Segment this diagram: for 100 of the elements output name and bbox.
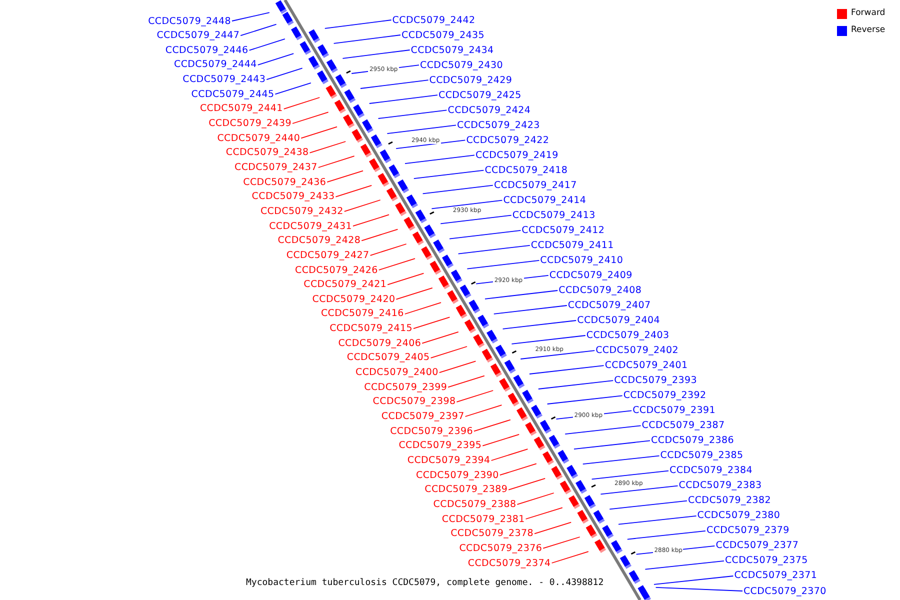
gene-label: CCDC5079_2390 [416,470,499,481]
gene-label: CCDC5079_2416 [320,308,404,320]
leader-line [449,230,522,240]
leader-line [386,124,456,134]
leader-line [396,287,433,300]
gene-label: CCDC5079_2378 [450,528,534,540]
leader-line [542,536,580,549]
gene-label: CCDC5079_2380 [697,510,780,522]
gene-label: CCDC5079_2399 [364,382,448,393]
gene-label: CCDC5079_2427 [286,250,370,261]
leader-line [352,214,390,227]
leader-line [404,302,442,314]
gene-label: CCDC5079_2384 [670,465,752,476]
leader-line [516,492,554,505]
leader-line [368,94,438,104]
leader-line [609,500,688,510]
legend-label: Forward [851,8,886,18]
leader-line [534,522,572,534]
leader-line [456,390,494,402]
gene-label: CCDC5079_2440 [217,132,300,144]
gene-label: CCDC5079_2434 [410,44,494,56]
gene-label: CCDC5079_2425 [438,90,522,101]
gene-label: CCDC5079_2438 [226,147,309,158]
gene-label: CCDC5079_2395 [398,440,482,452]
leader-line [300,126,338,139]
gene-label: CCDC5079_2424 [448,104,531,116]
gene-label: CCDC5079_2383 [678,480,762,492]
leader-line [482,434,520,446]
leader-line [404,154,475,164]
leader-line [318,156,355,168]
gene-label: CCDC5079_2404 [577,315,660,326]
leader-line [626,530,706,540]
leader-line [493,305,568,314]
leader-line [458,244,530,254]
gene-label: CCDC5079_2439 [208,118,292,130]
leader-line [232,12,270,22]
gene-label: CCDC5079_2400 [356,367,438,378]
legend-label: Reverse [851,25,886,35]
leader-line [529,365,604,374]
leader-line [361,228,398,242]
gene-label: CCDC5079_2376 [459,542,542,554]
leader-line [600,485,678,495]
leader-line [499,463,537,476]
leader-line [309,141,346,154]
leader-line [248,38,286,51]
leader-line [484,290,558,300]
leader-line [283,97,320,110]
gene-label: CCDC5079_2385 [660,450,744,462]
leader-line [474,419,511,432]
gene-label: CCDC5079_2405 [346,352,430,364]
gene-label: CCDC5079_2435 [402,30,484,41]
leader-line [413,170,484,180]
gene-label: CCDC5079_2421 [304,279,387,290]
leader-line [324,20,392,29]
leader-line [413,316,450,330]
gene-label: CCDC5079_2422 [466,134,550,146]
gene-label: CCDC5079_2436 [243,176,326,188]
gene-label: CCDC5079_2393 [614,375,697,386]
gene-label: CCDC5079_2392 [623,390,706,402]
leader-line [502,320,577,330]
leader-line [335,184,372,198]
gene-label: CCDC5079_2370 [743,586,826,596]
gene-label: CCDC5079_2433 [252,191,335,202]
gene-label: CCDC5079_2419 [475,150,558,161]
gene-label: CCDC5079_2379 [706,525,790,536]
leader-line [490,448,528,461]
leader-line [274,82,312,95]
leader-line [342,50,410,59]
gene-label: CCDC5079_2397 [381,411,464,422]
gene-label: CCDC5079_2423 [456,120,540,131]
gene-label: CCDC5079_2396 [390,426,473,437]
gene-label: CCDC5079_2406 [338,338,422,349]
gene-label: CCDC5079_2447 [156,30,240,42]
leader-line [618,515,697,525]
gene-label: CCDC5079_2398 [372,396,456,408]
gene-label: CCDC5079_2410 [540,254,624,266]
leader-line [564,425,642,435]
leader-line [422,331,459,344]
leader-line [582,455,660,465]
gene-label: CCDC5079_2437 [234,162,318,173]
leader-line [654,576,734,585]
gene-label: CCDC5079_2391 [632,405,716,416]
gene-label: CCDC5079_2431 [269,220,352,232]
gene-label: CCDC5079_2381 [442,514,525,525]
leader-line [378,258,416,270]
gene-label: CCDC5079_2371 [734,570,818,582]
leader-line [525,507,563,520]
leader-line [422,184,494,194]
gene-label: CCDC5079_2374 [468,558,551,568]
leader-line [240,24,277,36]
leader-line [431,200,503,210]
leader-line [448,375,485,388]
leader-line [344,200,381,212]
leader-line [396,140,466,150]
leader-line [326,170,364,183]
gene-label: CCDC5079_2428 [278,235,361,246]
gene-label: CCDC5079_2412 [522,224,605,236]
gene-label: CCDC5079_2430 [420,60,503,71]
leader-line [360,80,429,89]
leader-line [538,380,614,390]
